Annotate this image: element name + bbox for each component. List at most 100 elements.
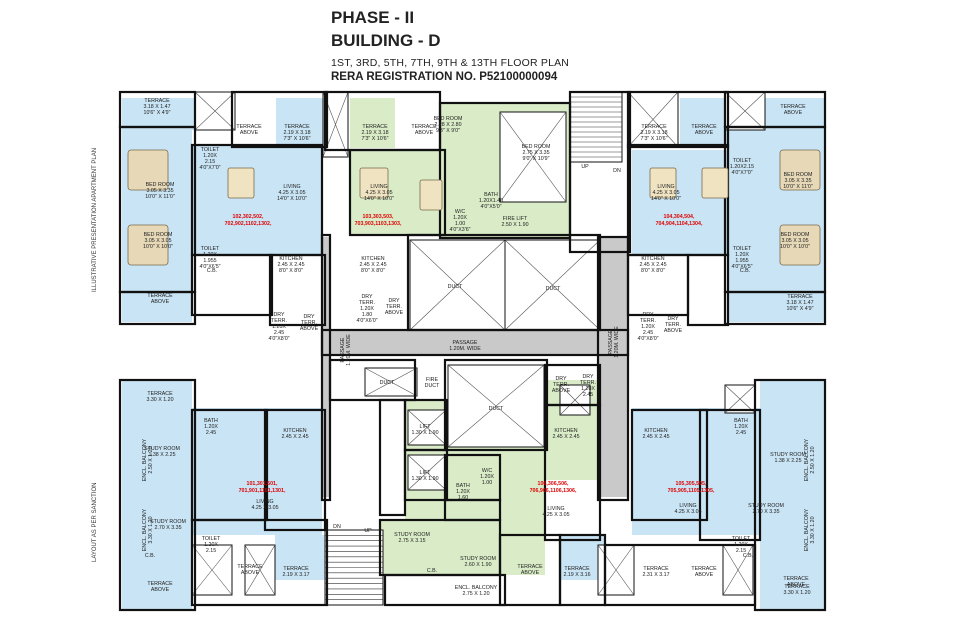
zone-26 (322, 237, 330, 497)
room-label-line: TERRACE (784, 584, 810, 590)
unit-number-line: 703,903,1103,1303, (355, 221, 402, 227)
zone-11 (680, 98, 730, 148)
bed-3 (779, 224, 821, 266)
room-label-line: ENCL. BALCONY (455, 585, 498, 591)
room-label-line: 2.15 (206, 548, 216, 554)
room-label-line: TERRACE (641, 124, 667, 130)
wall-25 (118, 378, 197, 612)
room-label-line: BED ROOM (522, 144, 551, 150)
room-label-line: 1.20X (735, 252, 749, 258)
room-label-line: LIVING (256, 499, 273, 505)
room-label-line: DUCT (380, 380, 395, 386)
room-label-duct-s1: DUCT (380, 380, 395, 386)
room-label-line: 3.05 X 3.05 (144, 238, 171, 244)
wall-2 (118, 290, 197, 326)
room-label-line: 4.25 X 3.05 (674, 509, 701, 515)
unit-number-line: 106,306,506, (538, 481, 569, 487)
room-label-line: TERRACE (783, 576, 809, 582)
room-label-line: 2.45 (643, 330, 653, 336)
room-label-line: 7'3" X 10'6" (284, 136, 311, 142)
room-label-line: 4.25 X 3.05 (365, 190, 392, 196)
room-label-line: KITCHEN (554, 428, 577, 434)
room-label-line: 7'3" X 10'6" (362, 136, 389, 142)
room-label-line: 10'0" X 10'0" (780, 244, 810, 250)
room-label-line: ABOVE (151, 299, 170, 305)
room-label-line: W/C (482, 468, 492, 474)
room-label-line: 1.30 X 1.90 (411, 430, 438, 436)
room-label-line: W/C (455, 209, 465, 215)
room-label-line: 10'0" X 11'0" (145, 194, 175, 200)
room-label-line: ABOVE (241, 570, 260, 576)
room-label-line: LIVING (370, 184, 387, 190)
room-label-line: TERRACE (237, 564, 263, 570)
wall-28 (190, 518, 329, 607)
wall-4 (190, 253, 274, 317)
unit-number-line: 101,301,501, (247, 481, 278, 487)
room-label-line: TERRACE (411, 124, 437, 130)
room-label-line: DRY (555, 376, 567, 382)
room-label-line: 2.19 X 3.17 (282, 572, 309, 578)
core-diag-b-5 (407, 409, 447, 446)
room-label-line: 1.955 (203, 258, 216, 264)
room-label-line: 1.20X (204, 542, 218, 548)
room-label-line: STUDY ROOM (460, 556, 496, 562)
core-diag-b-0 (409, 239, 506, 331)
sofa-3 (649, 167, 677, 199)
marker-cb-8: C.B. (743, 553, 753, 559)
floor-plan-subtitle: 1ST, 3RD, 5TH, 7TH, 9TH & 13TH FLOOR PLA… (331, 57, 570, 69)
floor-plan-hatching (191, 91, 766, 606)
unit-number-line: 102,302,502, (233, 214, 264, 220)
room-label-line: TOILET (732, 536, 751, 542)
room-label-line: DRY (582, 374, 594, 380)
room-label-line: BATH (204, 418, 218, 424)
room-label-line: ABOVE (695, 572, 714, 578)
room-label-line: 1.20X (581, 386, 595, 392)
room-label-line: 1.20X (360, 306, 374, 312)
room-label-line: 1.00 (482, 480, 492, 486)
room-label-line: KITCHEN (361, 256, 384, 262)
room-label-line: KITCHEN (279, 256, 302, 262)
core-diag-b-3 (364, 367, 418, 397)
room-label-line: 4'0"X3'6" (449, 227, 470, 233)
room-label-line: 4.25 X 3.05 (251, 505, 278, 511)
room-label-line: 2.31 X 3.17 (642, 572, 669, 578)
room-label-line: 1.20X (734, 424, 748, 430)
core-diag-b-14 (244, 544, 276, 596)
room-label-line: ABOVE (151, 587, 170, 593)
room-label-line: 8'0" X 8'0" (361, 268, 385, 274)
room-label-line: 1.20X (480, 474, 494, 480)
wall-31 (403, 448, 449, 502)
room-label-line: TERR. (580, 380, 596, 386)
zone-27 (322, 330, 627, 355)
room-label-balcony-bl2: ENCL. BALCONY3.30 X 1.20 (142, 508, 154, 551)
room-label-line: 2.75 X 3.35 (522, 150, 549, 156)
room-label-line: TERRACE (147, 581, 173, 587)
room-label-line: TERR. (665, 322, 681, 328)
wall-34 (543, 403, 602, 542)
marker-up-3: UP (364, 528, 372, 534)
core-diag-b-1 (504, 239, 601, 331)
wall-41 (753, 378, 827, 612)
room-label-line: 2.28 X 2.80 (434, 122, 461, 128)
room-label-line: BED ROOM (784, 172, 813, 178)
